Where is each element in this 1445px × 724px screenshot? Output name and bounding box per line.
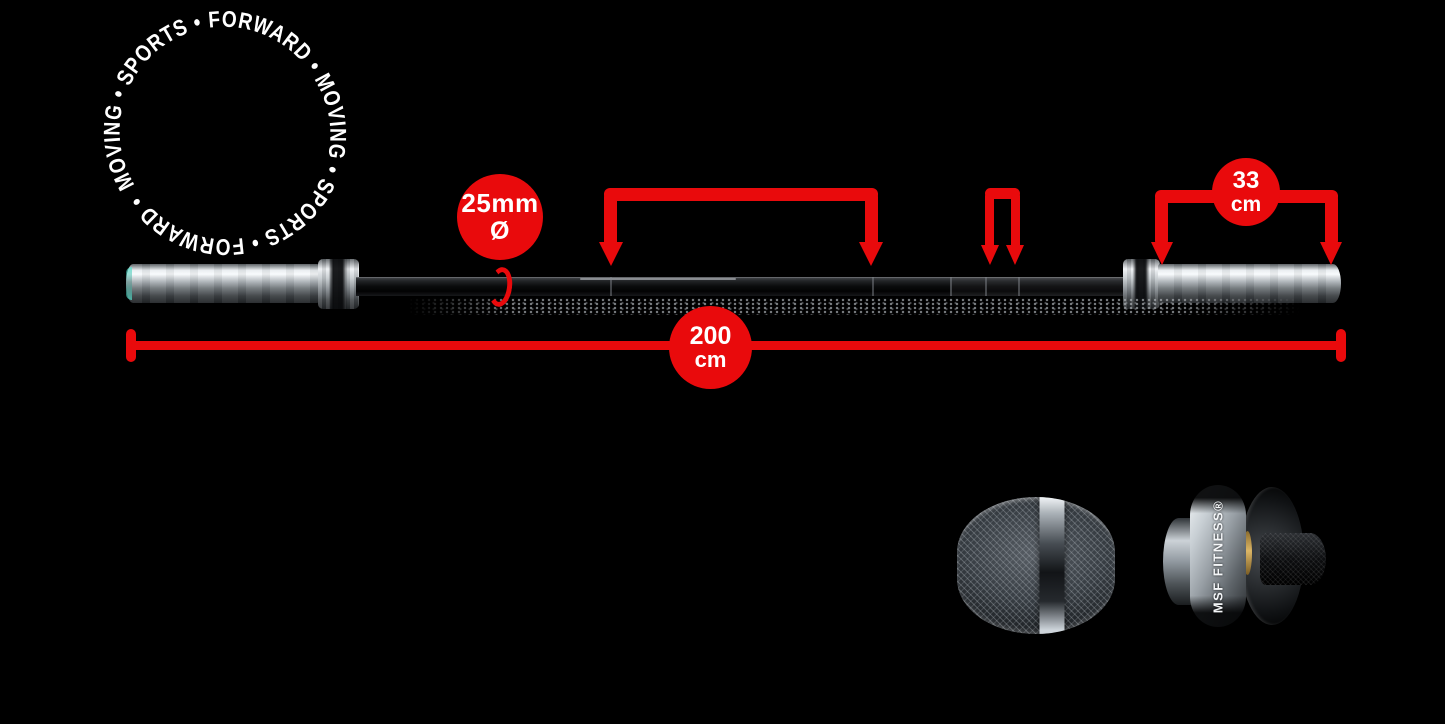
arrow-down-icon — [599, 242, 623, 266]
shaft-ring-mark — [872, 277, 874, 296]
bracket-arm — [1325, 196, 1338, 244]
barbell-left-collar — [318, 259, 359, 309]
shaft-section-bracket — [599, 188, 883, 268]
arrow-down-icon — [1151, 242, 1173, 265]
arrow-down-icon — [859, 242, 883, 266]
bracket-arm — [865, 194, 878, 246]
total-length-value: 200 — [689, 322, 732, 351]
barbell-right-sleeve — [1158, 264, 1341, 303]
shaft-ring-mark — [610, 277, 612, 296]
bracket-bar — [604, 188, 878, 201]
endcap-branded-collar: MSF FITNESS® — [1190, 485, 1246, 627]
arrow-down-icon — [1320, 242, 1342, 265]
endcap-closeup-photo: MSF FITNESS® — [1160, 483, 1340, 629]
sleeve-length-callout: 33 cm — [1212, 158, 1280, 226]
sleeve-length-unit: cm — [1230, 192, 1262, 216]
arrow-down-icon — [1006, 245, 1024, 265]
bracket-arm — [1155, 196, 1168, 244]
shaft-ring-mark — [1018, 277, 1020, 296]
smooth-ring-band — [1039, 497, 1065, 634]
total-length-callout: 200 cm — [669, 306, 752, 389]
diameter-value: 25mm — [461, 188, 539, 219]
bracket-arm — [985, 193, 994, 249]
shaft-ring-mark — [985, 277, 987, 296]
endcap-knurled-stub — [1260, 533, 1326, 585]
total-length-unit: cm — [694, 347, 727, 373]
shaft-light-segment — [950, 277, 1127, 296]
endcap-brass-ring — [1243, 531, 1252, 575]
center-knurl-bracket — [981, 188, 1024, 268]
bracket-arm — [1011, 193, 1020, 249]
endcap-brand-text: MSF FITNESS® — [1210, 499, 1226, 613]
bracket-bar — [985, 188, 1020, 199]
diameter-symbol: Ø — [490, 216, 510, 245]
sleeve-length-value: 33 — [1232, 166, 1260, 194]
sleeve-length-bracket — [1151, 190, 1342, 268]
diameter-callout: 25mm Ø — [457, 174, 543, 260]
measure-end-tick — [1336, 329, 1346, 362]
barbell-left-sleeve — [126, 264, 319, 303]
svg-text:MOVING • SPORTS • FORWARD • MO: MOVING • SPORTS • FORWARD • MOVING • SPO… — [98, 5, 351, 260]
brand-circular-logo: MOVING • SPORTS • FORWARD • MOVING • SPO… — [98, 5, 351, 260]
shaft-highlight — [580, 278, 736, 280]
shaft-ring-mark — [950, 277, 952, 296]
sleeve-end-highlight — [126, 267, 132, 300]
arrow-down-icon — [981, 245, 999, 265]
bar-reflection-speckle — [408, 298, 1300, 315]
bracket-arm — [604, 194, 617, 246]
knurling-closeup-photo — [957, 497, 1115, 634]
barbell-shaft — [356, 277, 1127, 296]
brand-circular-text: MOVING • SPORTS • FORWARD • MOVING • SPO… — [98, 5, 350, 260]
